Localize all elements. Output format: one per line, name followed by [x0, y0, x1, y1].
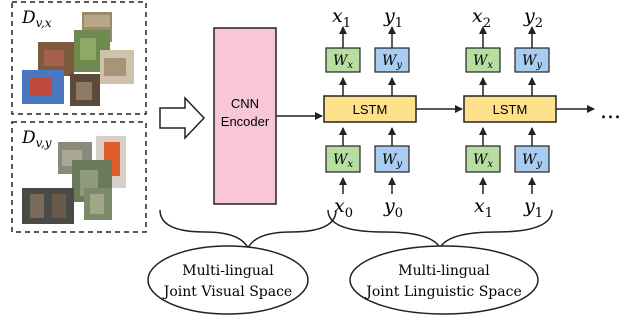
output-x2: x2 [472, 5, 491, 31]
output-y1: y1 [383, 5, 403, 31]
weight-wy-top [514, 47, 550, 73]
svg-text:Wx: Wx [473, 53, 493, 71]
input-y1: y1 [523, 195, 543, 221]
weight-wy-bottom [514, 145, 550, 173]
lstm-label: LSTM [353, 102, 388, 117]
visual-space-ellipse: Multi-lingual Joint Visual Space [147, 245, 309, 315]
output-y2: y2 [523, 5, 543, 31]
linguistic-space-label-line2: Joint Linguistic Space [364, 284, 521, 300]
visual-space-label-line2: Joint Visual Space [162, 284, 292, 300]
cnn-encoder-block: CNN Encoder [213, 27, 277, 205]
photo-collage-top [22, 12, 134, 106]
svg-text:Wy: Wy [382, 152, 402, 170]
brace-visual [159, 209, 337, 250]
photo-thumbnail [22, 188, 74, 224]
lstm-cell-1 [323, 95, 417, 123]
input-y0: y0 [383, 195, 403, 221]
continuation-ellipsis: ... [600, 99, 621, 124]
svg-text:Wy: Wy [522, 53, 542, 71]
weight-wy-top [374, 47, 410, 73]
weight-wx-bottom [325, 145, 361, 173]
weight-wx-top [325, 47, 361, 73]
weight-wy-bottom [374, 145, 410, 173]
input-x1: x1 [474, 195, 493, 221]
linguistic-space-label-line1: Multi-lingual [398, 263, 490, 279]
hollow-arrow-icon [159, 96, 206, 140]
linguistic-space-ellipse: Multi-lingual Joint Linguistic Space [349, 245, 539, 315]
svg-text:Wx: Wx [473, 152, 493, 170]
lstm-step-1: x1 y1 Wx Wy LSTM Wx Wy x0 y0 [323, 5, 417, 221]
visual-space-label-line1: Multi-lingual [182, 263, 274, 279]
svg-text:Wx: Wx [333, 53, 353, 71]
brace-linguistic [327, 209, 553, 250]
dataset-panel-bottom: Dv,y [11, 121, 147, 233]
encoder-label-line1: CNN [231, 96, 259, 111]
svg-text:Wy: Wy [522, 152, 542, 170]
weight-wx-bottom [465, 145, 501, 173]
dataset-panel-top: Dv,x [11, 1, 147, 115]
lstm-label: LSTM [493, 102, 528, 117]
lstm-step-2: x2 y2 Wx Wy LSTM Wx Wy x1 y1 [463, 5, 557, 221]
dataset-label-top: Dv,x [21, 8, 52, 30]
weight-wx-top [465, 47, 501, 73]
dataset-label-bottom: Dv,y [21, 128, 52, 150]
output-x1: x1 [332, 5, 351, 31]
encoder-label-line2: Encoder [221, 114, 270, 129]
svg-text:Wx: Wx [333, 152, 353, 170]
photo-collage-bottom [22, 136, 126, 224]
svg-text:Wy: Wy [382, 53, 402, 71]
input-x0: x0 [334, 195, 353, 221]
